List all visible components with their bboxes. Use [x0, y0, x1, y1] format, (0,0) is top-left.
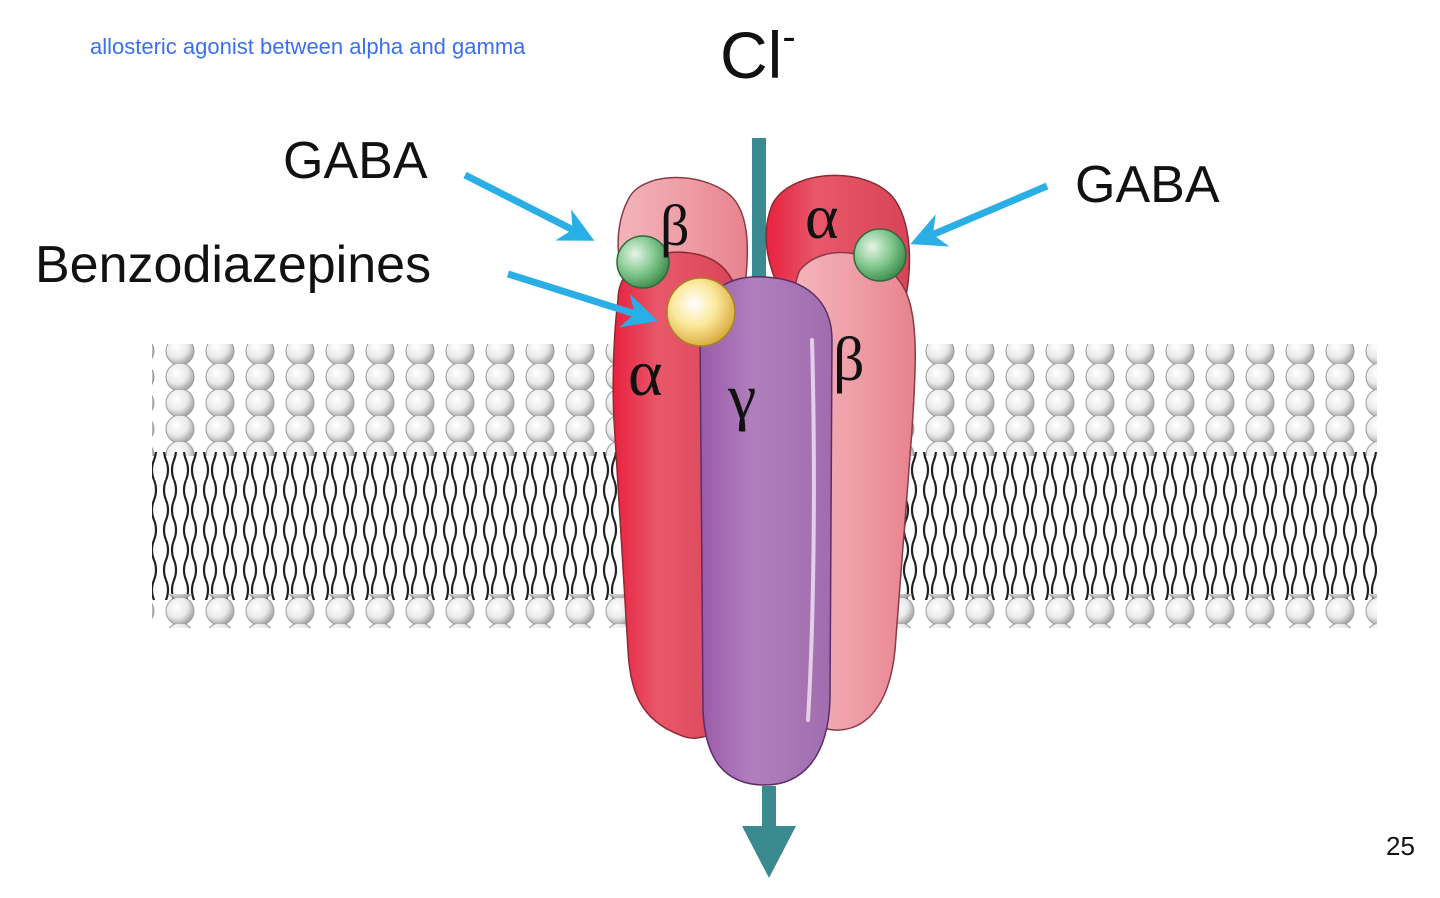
benzodiazepines-label: Benzodiazepines: [35, 236, 431, 294]
subunit-label-alpha-back: α: [805, 181, 839, 252]
page-number: 25: [1386, 831, 1415, 861]
subunit-label-beta-front: β: [833, 326, 865, 394]
subunit-gamma: [699, 276, 833, 786]
subunit-label-gamma: γ: [727, 361, 756, 432]
arrow-icon: [910, 182, 1049, 247]
chloride-charge: -: [782, 15, 795, 59]
chloride-symbol: Cl: [720, 18, 782, 92]
chloride-ion-label: Cl-: [720, 15, 796, 92]
arrow-icon: [463, 171, 595, 241]
annotation-text: allosteric agonist between alpha and gam…: [90, 34, 526, 59]
gaba-label-right: GABA: [1075, 156, 1220, 214]
gaba-ligand-left: [616, 235, 670, 289]
ion-channel-pore-top: [752, 138, 766, 288]
subunit-label-beta-back: β: [660, 193, 690, 258]
ion-channel-pore-bottom: [762, 786, 776, 826]
gaba-label-left: GABA: [283, 132, 428, 190]
subunit-label-alpha-front: α: [628, 337, 663, 410]
arrow-icon: [506, 270, 659, 328]
gaba-ligand-right: [853, 228, 907, 282]
benzodiazepine-ligand: [666, 277, 736, 347]
down-arrow-icon: [742, 826, 796, 878]
